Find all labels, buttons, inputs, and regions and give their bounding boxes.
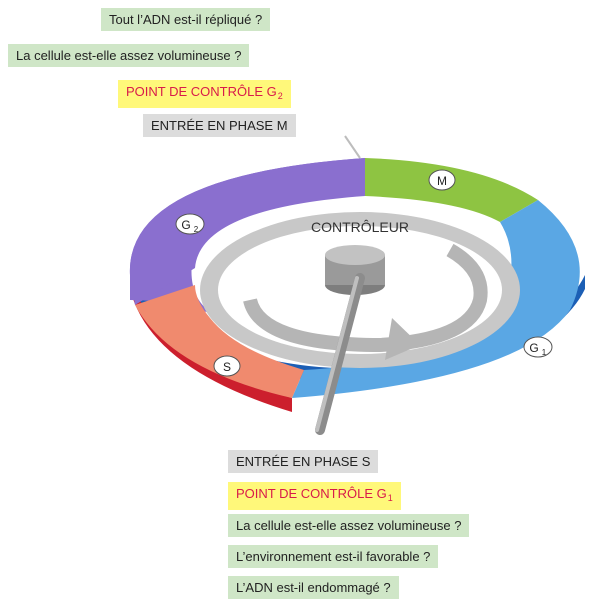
phase-m-badge: M (428, 169, 456, 191)
phase-s-badge-text: S (223, 360, 231, 374)
question-cell-size-g1: La cellule est-elle assez volumineuse ? (228, 514, 470, 537)
phase-g1-segment (292, 200, 580, 398)
entry-phase-m-label: ENTRÉE EN PHASE M (143, 114, 296, 137)
knob-top (325, 245, 385, 265)
checkpoint-g1-subscript: 1 (387, 493, 393, 503)
ring-side-red (130, 275, 292, 412)
phase-s-segment (135, 285, 304, 398)
phase-g2-badge-circle (175, 213, 205, 235)
checkpoint-g2-subscript: 2 (277, 91, 283, 101)
phase-s-badge: S (213, 355, 241, 377)
phase-g1-badge: G 1 (523, 336, 553, 358)
phase-m-segment (365, 158, 538, 222)
question-dna-damaged: L’ADN est-il endommagé ? (228, 576, 399, 599)
rotation-arrow-head (385, 318, 420, 360)
question-environment: L’environnement est-il favorable ? (228, 545, 439, 568)
controller-label: CONTRÔLEUR (311, 219, 409, 235)
phase-m-badge-text: M (437, 174, 447, 188)
checkpoint-g2-text: POINT DE CONTRÔLE G (126, 84, 277, 99)
phase-g2-fill (129, 158, 365, 305)
entry-m-connector (344, 135, 361, 159)
phase-m-badge-circle (428, 169, 456, 191)
phase-g2-badge-text: G (181, 218, 190, 232)
question-dna-replicated: Tout l’ADN est-il répliqué ? (101, 8, 271, 31)
question-cell-size-g2: La cellule est-elle assez volumineuse ? (8, 44, 250, 67)
phase-g2-badge-subscript: 2 (194, 225, 199, 234)
entry-phase-s-label: ENTRÉE EN PHASE S (228, 450, 379, 473)
rotation-arrow-track (243, 243, 488, 353)
checkpoint-g2-label: POINT DE CONTRÔLE G2 (118, 80, 291, 108)
checkpoint-g1-label: POINT DE CONTRÔLE G1 (228, 482, 401, 510)
phase-s-badge-circle (213, 355, 241, 377)
phase-g1-badge-text: G (529, 341, 538, 355)
controller-arm (315, 273, 365, 435)
phase-g1-badge-subscript: 1 (542, 348, 547, 357)
phase-g1-badge-circle (523, 336, 553, 358)
checkpoint-g1-text: POINT DE CONTRÔLE G (236, 486, 387, 501)
controller-arm-highlight (315, 276, 359, 432)
phase-g2-badge: G 2 (175, 213, 205, 235)
phase-ring (129, 158, 580, 398)
